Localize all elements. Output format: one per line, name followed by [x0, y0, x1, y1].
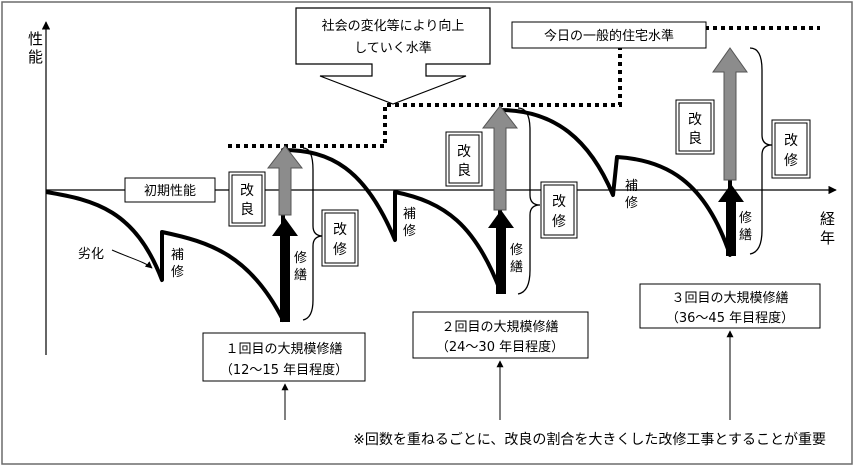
todays-standard-label: 今日の一般的住宅水準 [544, 28, 674, 44]
renovation-label-3b: 修 [784, 153, 798, 169]
major-repair-label-2a: 修 [510, 243, 523, 258]
milestone-title-3: ３回目の大規模修繕 [671, 290, 788, 306]
renovation-box-3: 改 修 [771, 119, 811, 179]
renovation-brace-3 [749, 47, 773, 255]
improvement-label-3a: 改 [688, 112, 702, 128]
renovation-box-1: 改 修 [321, 209, 359, 267]
initial-performance-box [124, 177, 216, 203]
milestone-title-2: ２回目の大規模修繕 [441, 319, 558, 335]
major-repair-label-1b: 繕 [294, 267, 307, 283]
renovation-brace-1 [302, 147, 324, 321]
renovation-label-3a: 改 [784, 133, 798, 149]
improvement-arrow-1 [266, 145, 304, 216]
renovation-label-2b: 修 [552, 214, 566, 230]
improvement-arrow-3 [712, 47, 748, 181]
y-axis-label-char-1: 性 [28, 30, 43, 48]
milestone-box-2: ２回目の大規模修繕 （24～30 年目程度） [412, 311, 589, 359]
improvement-box-1: 改 良 [228, 171, 266, 227]
renovation-label-2a: 改 [552, 194, 566, 210]
major-repair-arrow-1 [272, 218, 298, 322]
major-repair-arrow-2 [488, 210, 514, 294]
society-change-callout: 社会の変化等により向上 していく水準 [295, 7, 491, 105]
milestone-period-2: （24～30 年目程度） [436, 339, 564, 355]
major-repair-label-3a: 修 [739, 211, 752, 226]
milestone-period-3: （36～45 年目程度） [666, 310, 794, 326]
improvement-label-2a: 改 [457, 144, 471, 160]
repair-label-1b: 修 [171, 265, 184, 280]
performance-curve [45, 108, 732, 322]
repair-label-3b: 修 [625, 196, 638, 211]
major-repair-label-3b: 繕 [739, 227, 752, 243]
todays-standard-box [511, 21, 707, 49]
repair-label-2b: 修 [403, 224, 416, 239]
milestone-period-1: （12～15 年目程度） [220, 362, 348, 378]
x-axis-label-char-1: 経 [820, 210, 835, 228]
society-change-line2: していく水準 [354, 40, 432, 56]
improvement-label-3b: 良 [688, 131, 702, 147]
footnote: ※回数を重ねるごとに、改良の割合を大きくした改修工事とすることが重要 [353, 431, 826, 448]
renovation-label-1a: 改 [333, 222, 347, 238]
degradation-label: 劣化 [78, 247, 104, 262]
improvement-label-2b: 良 [457, 163, 471, 179]
y-axis-label-char-2: 能 [28, 48, 43, 66]
renovation-brace-2 [517, 107, 541, 295]
milestone-box-1: １回目の大規模修繕 （12～15 年目程度） [202, 332, 366, 382]
rising-standard-line [228, 26, 705, 148]
improvement-label-1b: 良 [240, 202, 254, 218]
repair-label-2a: 補 [403, 207, 416, 222]
improvement-box-3: 改 良 [675, 99, 715, 155]
milestone-title-1: １回目の大規模修繕 [225, 341, 342, 357]
major-repair-label-2b: 繕 [510, 259, 523, 275]
repair-label-1a: 補 [171, 248, 184, 263]
degradation-arrow [111, 249, 153, 269]
renovation-label-1b: 修 [333, 242, 347, 258]
improvement-arrow-2 [481, 105, 519, 211]
major-repair-arrow-3 [718, 184, 744, 256]
initial-performance-label: 初期性能 [144, 184, 196, 199]
repair-label-3a: 補 [625, 179, 638, 194]
renovation-box-2: 改 修 [540, 181, 578, 239]
improvement-box-2: 改 良 [445, 131, 483, 187]
society-change-line1: 社会の変化等により向上 [322, 18, 465, 34]
milestone-box-3: ３回目の大規模修繕 （36～45 年目程度） [639, 283, 821, 329]
x-axis-label-char-2: 年 [820, 229, 835, 247]
improvement-label-1a: 改 [240, 183, 254, 199]
major-repair-label-1a: 修 [294, 251, 307, 266]
